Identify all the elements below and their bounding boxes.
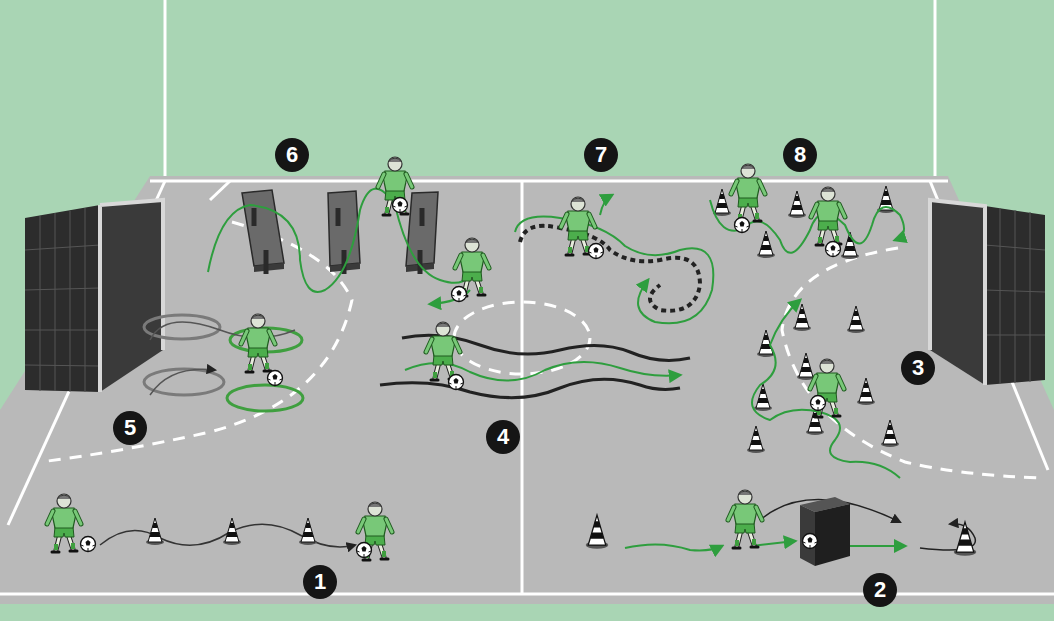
benches bbox=[254, 263, 284, 272]
cone bbox=[847, 306, 865, 333]
callout-circle: 6 bbox=[275, 138, 309, 172]
right-goal bbox=[930, 200, 1045, 385]
cone bbox=[223, 518, 241, 545]
benches bbox=[338, 208, 344, 274]
cone bbox=[857, 378, 875, 405]
hurdle-box bbox=[800, 497, 850, 566]
ball bbox=[449, 375, 464, 390]
court-lines bbox=[150, 180, 948, 183]
floor-strip bbox=[0, 604, 1054, 621]
dribble-path bbox=[600, 195, 612, 215]
dribble-path bbox=[752, 541, 795, 546]
callout-circle: 5 bbox=[113, 411, 147, 445]
court-lines bbox=[210, 181, 230, 200]
player bbox=[241, 314, 275, 372]
ball bbox=[268, 371, 283, 386]
callout-number: 4 bbox=[497, 426, 509, 448]
right-goal bbox=[985, 208, 1045, 384]
dribble-path bbox=[208, 189, 470, 292]
ball bbox=[393, 198, 408, 213]
left-goal bbox=[25, 200, 163, 392]
hoops bbox=[144, 369, 224, 395]
callout-circle: 1 bbox=[303, 565, 337, 599]
callout-circle: 8 bbox=[783, 138, 817, 172]
cone bbox=[146, 518, 164, 545]
callout-number: 6 bbox=[286, 144, 298, 166]
callout-circle: 4 bbox=[486, 420, 520, 454]
cone bbox=[299, 518, 317, 545]
marker-cone bbox=[586, 515, 609, 549]
benches bbox=[242, 190, 284, 274]
cone bbox=[747, 426, 765, 453]
callout-circle: 3 bbox=[901, 351, 935, 385]
court-lines bbox=[8, 181, 165, 525]
ball bbox=[735, 218, 750, 233]
ball bbox=[452, 287, 467, 302]
player bbox=[731, 164, 765, 222]
dribble-path bbox=[150, 369, 215, 395]
dribble-path bbox=[515, 217, 713, 324]
callout-number: 7 bbox=[595, 144, 607, 166]
right-goal bbox=[930, 200, 985, 385]
rope bbox=[380, 379, 680, 397]
ball bbox=[81, 537, 96, 552]
court-floor bbox=[0, 176, 1054, 604]
cone bbox=[881, 420, 899, 447]
court-lines bbox=[930, 181, 1048, 470]
dotted-track bbox=[520, 226, 700, 311]
dribble-path bbox=[710, 200, 904, 253]
hoops bbox=[227, 385, 303, 411]
ball bbox=[589, 244, 604, 259]
marker-cone bbox=[954, 522, 977, 556]
player bbox=[811, 187, 845, 245]
left-goal bbox=[25, 205, 100, 392]
benches bbox=[242, 190, 284, 266]
cone bbox=[954, 522, 977, 556]
player bbox=[426, 322, 460, 380]
benches bbox=[242, 190, 438, 274]
court-lines bbox=[0, 181, 1054, 594]
right-goal bbox=[985, 206, 1045, 385]
cone bbox=[793, 304, 811, 331]
cone bbox=[757, 231, 775, 258]
right-goal bbox=[930, 200, 985, 385]
ball bbox=[811, 396, 826, 411]
player bbox=[378, 157, 412, 215]
player bbox=[47, 494, 81, 552]
callout-circle: 2 bbox=[863, 573, 897, 607]
player bbox=[810, 359, 844, 417]
dashed-markings bbox=[40, 222, 1040, 478]
callout-number: 5 bbox=[124, 417, 136, 439]
cone bbox=[713, 189, 731, 216]
dribble-path bbox=[752, 300, 900, 478]
callout-number: 3 bbox=[912, 357, 924, 379]
cone bbox=[797, 353, 815, 380]
hall-lines bbox=[164, 0, 167, 180]
dribble-path bbox=[625, 544, 722, 550]
cone bbox=[586, 515, 609, 549]
hall-lines bbox=[165, 0, 935, 180]
callout-number: 2 bbox=[874, 579, 886, 601]
player bbox=[728, 490, 762, 548]
ball bbox=[803, 534, 818, 549]
left-goal bbox=[25, 208, 100, 392]
court-lines bbox=[521, 181, 524, 594]
ball bbox=[826, 242, 841, 257]
benches bbox=[406, 192, 438, 274]
callout-number: 1 bbox=[314, 571, 326, 593]
left-goal bbox=[100, 200, 163, 392]
dribble-path bbox=[850, 545, 905, 547]
callout-circle: 7 bbox=[584, 138, 618, 172]
hurdle-box bbox=[815, 504, 850, 566]
benches bbox=[254, 208, 266, 274]
cone bbox=[788, 191, 806, 218]
hoops bbox=[144, 315, 303, 411]
callout-number: 8 bbox=[794, 144, 806, 166]
hall-lines bbox=[934, 0, 937, 180]
cone bbox=[757, 330, 775, 357]
ball bbox=[357, 543, 372, 558]
left-goal bbox=[100, 200, 163, 392]
